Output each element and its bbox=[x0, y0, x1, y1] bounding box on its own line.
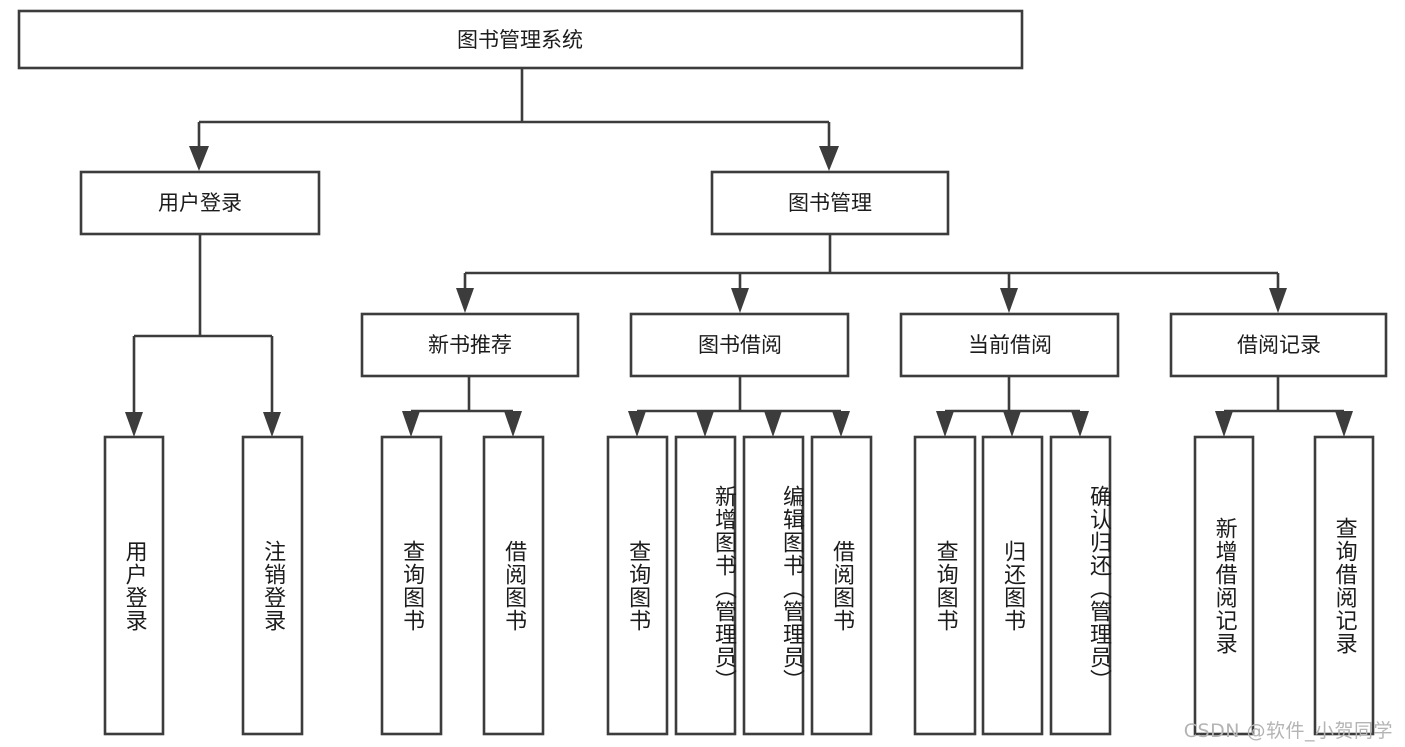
connector-bookborrow-to-leaves bbox=[628, 376, 850, 437]
leaf-box-query-book-borrow[interactable] bbox=[606, 435, 669, 736]
connector-currentborrow-to-leaves bbox=[936, 376, 1089, 437]
connector-userlogin-to-leaves bbox=[125, 234, 281, 437]
node-book-borrow-box[interactable] bbox=[629, 312, 850, 378]
node-new-book-recommend-label: 新书推荐 bbox=[428, 333, 512, 357]
node-user-login-label: 用户登录 bbox=[158, 191, 242, 215]
node-book-management-label: 图书管理 bbox=[788, 191, 872, 215]
leaf-box-query-borrow-record[interactable] bbox=[1313, 435, 1375, 736]
node-root-box[interactable] bbox=[17, 9, 1024, 70]
leaf-box-add-borrow-record[interactable] bbox=[1193, 435, 1255, 736]
leaf-box-query-book-recommend[interactable] bbox=[380, 435, 443, 736]
connector-bookmgmt-to-level3 bbox=[456, 234, 1287, 313]
node-new-book-recommend-box[interactable] bbox=[360, 312, 580, 378]
leaf-box-add-book-admin[interactable] bbox=[674, 435, 737, 736]
node-book-management-box[interactable] bbox=[710, 170, 950, 236]
node-book-borrow-label: 图书借阅 bbox=[698, 333, 782, 357]
node-borrow-record-label: 借阅记录 bbox=[1237, 333, 1321, 357]
leaf-box-return-book[interactable] bbox=[981, 435, 1044, 736]
node-root-label: 图书管理系统 bbox=[457, 28, 583, 52]
connector-root-to-level2 bbox=[189, 68, 839, 171]
connector-newbook-to-leaves bbox=[402, 376, 522, 437]
leaf-box-borrow-book[interactable] bbox=[810, 435, 873, 736]
node-user-login-box[interactable] bbox=[79, 170, 321, 236]
leaf-box-confirm-return-admin[interactable] bbox=[1049, 435, 1112, 736]
leaf-box-user-login[interactable] bbox=[103, 435, 165, 736]
leaf-box-logout[interactable] bbox=[241, 435, 304, 736]
node-current-borrow-label: 当前借阅 bbox=[968, 333, 1052, 357]
node-current-borrow-box[interactable] bbox=[899, 312, 1120, 378]
leaf-box-borrow-book-recommend[interactable] bbox=[482, 435, 545, 736]
connector-borrowrecord-to-leaves bbox=[1215, 376, 1353, 437]
leaf-box-query-book-current[interactable] bbox=[913, 435, 977, 736]
leaf-box-edit-book-admin[interactable] bbox=[742, 435, 805, 736]
csdn-watermark: CSDN @软件_小贺同学 bbox=[1183, 720, 1393, 742]
node-borrow-record-box[interactable] bbox=[1169, 312, 1388, 378]
